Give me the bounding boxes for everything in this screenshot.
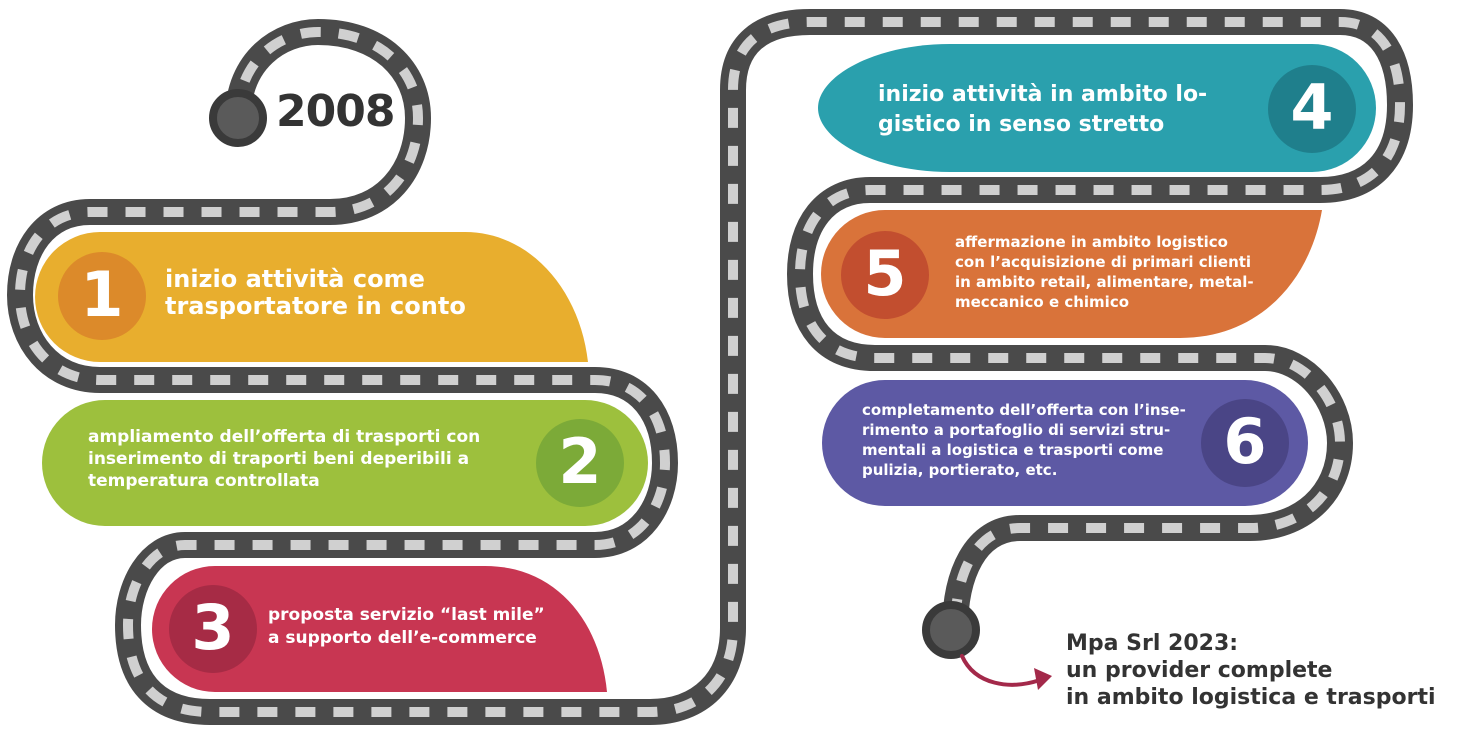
step-5-text: affermazione in ambito logistico con l’a… (955, 232, 1295, 312)
step-2-number: 2 (558, 425, 602, 498)
step-1-text: inizio attività come trasportatore in co… (165, 266, 575, 320)
final-line: Mpa Srl 2023: (1066, 631, 1239, 656)
step-3-line: a supporto dell’e-commerce (268, 628, 537, 648)
step-6-text: completamento dell’offerta con l’inse- r… (862, 400, 1222, 480)
step-6-line: rimento a portafoglio di servizi stru- (862, 421, 1171, 439)
step-2-line: temperatura controllata (88, 471, 320, 491)
step-2-text: ampliamento dell’offerta di trasporti co… (88, 426, 528, 492)
step-1-line: trasportatore in conto (165, 292, 466, 320)
step-6-line: mentali a logistica e trasporti come (862, 441, 1164, 459)
step-2-line: ampliamento dell’offerta di trasporti co… (88, 427, 481, 447)
step-5-number-circle (841, 231, 929, 319)
step-3-band (152, 566, 607, 692)
step-1-number: 1 (80, 258, 124, 331)
step-1-line: inizio attività come (165, 265, 425, 293)
road-dashes (14, 17, 1406, 717)
step-4-number-circle (1268, 65, 1356, 153)
start-pin (209, 89, 267, 147)
arrowhead-icon (1034, 668, 1052, 690)
step-4-band (818, 44, 1376, 172)
step-6-line: pulizia, portierato, etc. (862, 461, 1058, 479)
step-6-number-circle (1201, 399, 1289, 487)
final-line: un provider complete (1066, 658, 1333, 683)
step-6-line: completamento dell’offerta con l’inse- (862, 401, 1186, 419)
step-5-line: in ambito retail, alimentare, metal- (955, 273, 1254, 291)
step-5-number: 5 (863, 237, 907, 310)
step-2-number-circle (536, 419, 624, 507)
step-5-line: meccanico e chimico (955, 293, 1130, 311)
end-pin (922, 601, 980, 659)
final-line: in ambito logistica e trasporti (1066, 685, 1436, 710)
arrow-icon (960, 654, 1042, 687)
step-3-text: proposta servizio “last mile” a supporto… (268, 604, 598, 650)
step-3-line: proposta servizio “last mile” (268, 605, 545, 625)
step-2-line: inserimento di traporti beni deperibili … (88, 449, 470, 469)
step-6-number: 6 (1223, 405, 1267, 478)
step-3-number-circle (169, 585, 257, 673)
step-1-band (35, 232, 588, 362)
step-4-text: inizio attività in ambito lo- gistico in… (878, 80, 1258, 140)
step-6-band (822, 380, 1308, 506)
final-caption: Mpa Srl 2023: un provider complete in am… (1066, 630, 1462, 711)
step-4-line: inizio attività in ambito lo- (878, 82, 1208, 107)
step-2-band (42, 400, 648, 526)
step-4-line: gistico in senso stretto (878, 112, 1165, 137)
step-1-number-circle (58, 252, 146, 340)
step-5-line: affermazione in ambito logistico (955, 233, 1228, 251)
step-5-line: con l’acquisizione di primari clienti (955, 253, 1252, 271)
step-4-number: 4 (1290, 71, 1334, 144)
start-year: 2008 (276, 86, 395, 137)
step-5-band (821, 210, 1322, 338)
step-3-number: 3 (191, 591, 235, 664)
